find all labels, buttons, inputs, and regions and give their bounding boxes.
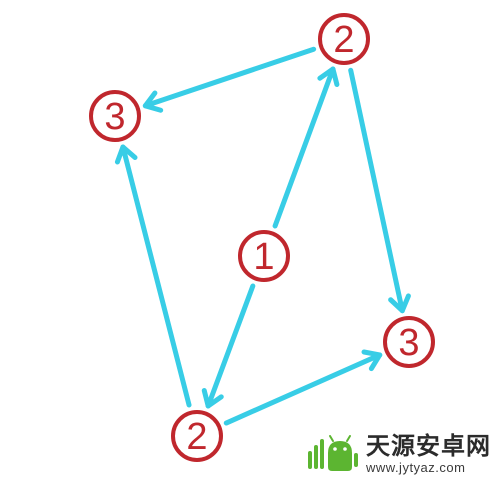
node-circle	[383, 316, 435, 368]
node-top-right: 2	[318, 13, 370, 65]
arrow-head	[142, 90, 164, 113]
node-top-left: 3	[89, 90, 141, 142]
arrow-center-to-bottom-left	[201, 283, 256, 409]
arrow-shaft	[348, 67, 405, 314]
node-circle	[171, 410, 223, 462]
arrow-shaft	[223, 352, 383, 426]
android-robot-icon	[308, 435, 358, 471]
arrow-top-right-to-bottom-right	[348, 67, 411, 314]
arrow-head	[388, 293, 411, 314]
arrow-shaft	[272, 66, 336, 229]
arrow-head	[201, 387, 224, 409]
arrow-bottom-left-to-bottom-right	[223, 349, 383, 426]
node-label: 2	[333, 19, 354, 61]
arrow-shaft	[205, 283, 256, 409]
watermark: 天源安卓网 www.jytyaz.com	[306, 432, 491, 476]
arrow-shaft	[120, 144, 192, 408]
arrow-bottom-left-to-top-left	[114, 144, 192, 408]
nodes-layer: 1 2 2 3 3	[89, 13, 435, 462]
arrow-shaft	[142, 46, 317, 109]
arrow-head	[114, 144, 138, 165]
arrow-head	[361, 349, 383, 372]
node-circle	[89, 90, 141, 142]
node-bottom-right: 3	[383, 316, 435, 368]
watermark-url: www.jytyaz.com	[366, 460, 466, 475]
node-center: 1	[238, 230, 290, 282]
node-circle	[238, 230, 290, 282]
node-circle	[318, 13, 370, 65]
arrow-top-right-to-top-left	[142, 46, 317, 113]
edges-layer	[114, 46, 411, 426]
node-label: 3	[104, 96, 125, 138]
node-label: 2	[186, 416, 207, 458]
watermark-title: 天源安卓网	[366, 432, 491, 460]
arrow-head	[317, 66, 340, 88]
node-label: 1	[253, 236, 274, 278]
node-bottom-left: 2	[171, 410, 223, 462]
arrow-center-to-top-right	[272, 66, 340, 229]
node-label: 3	[398, 322, 419, 364]
